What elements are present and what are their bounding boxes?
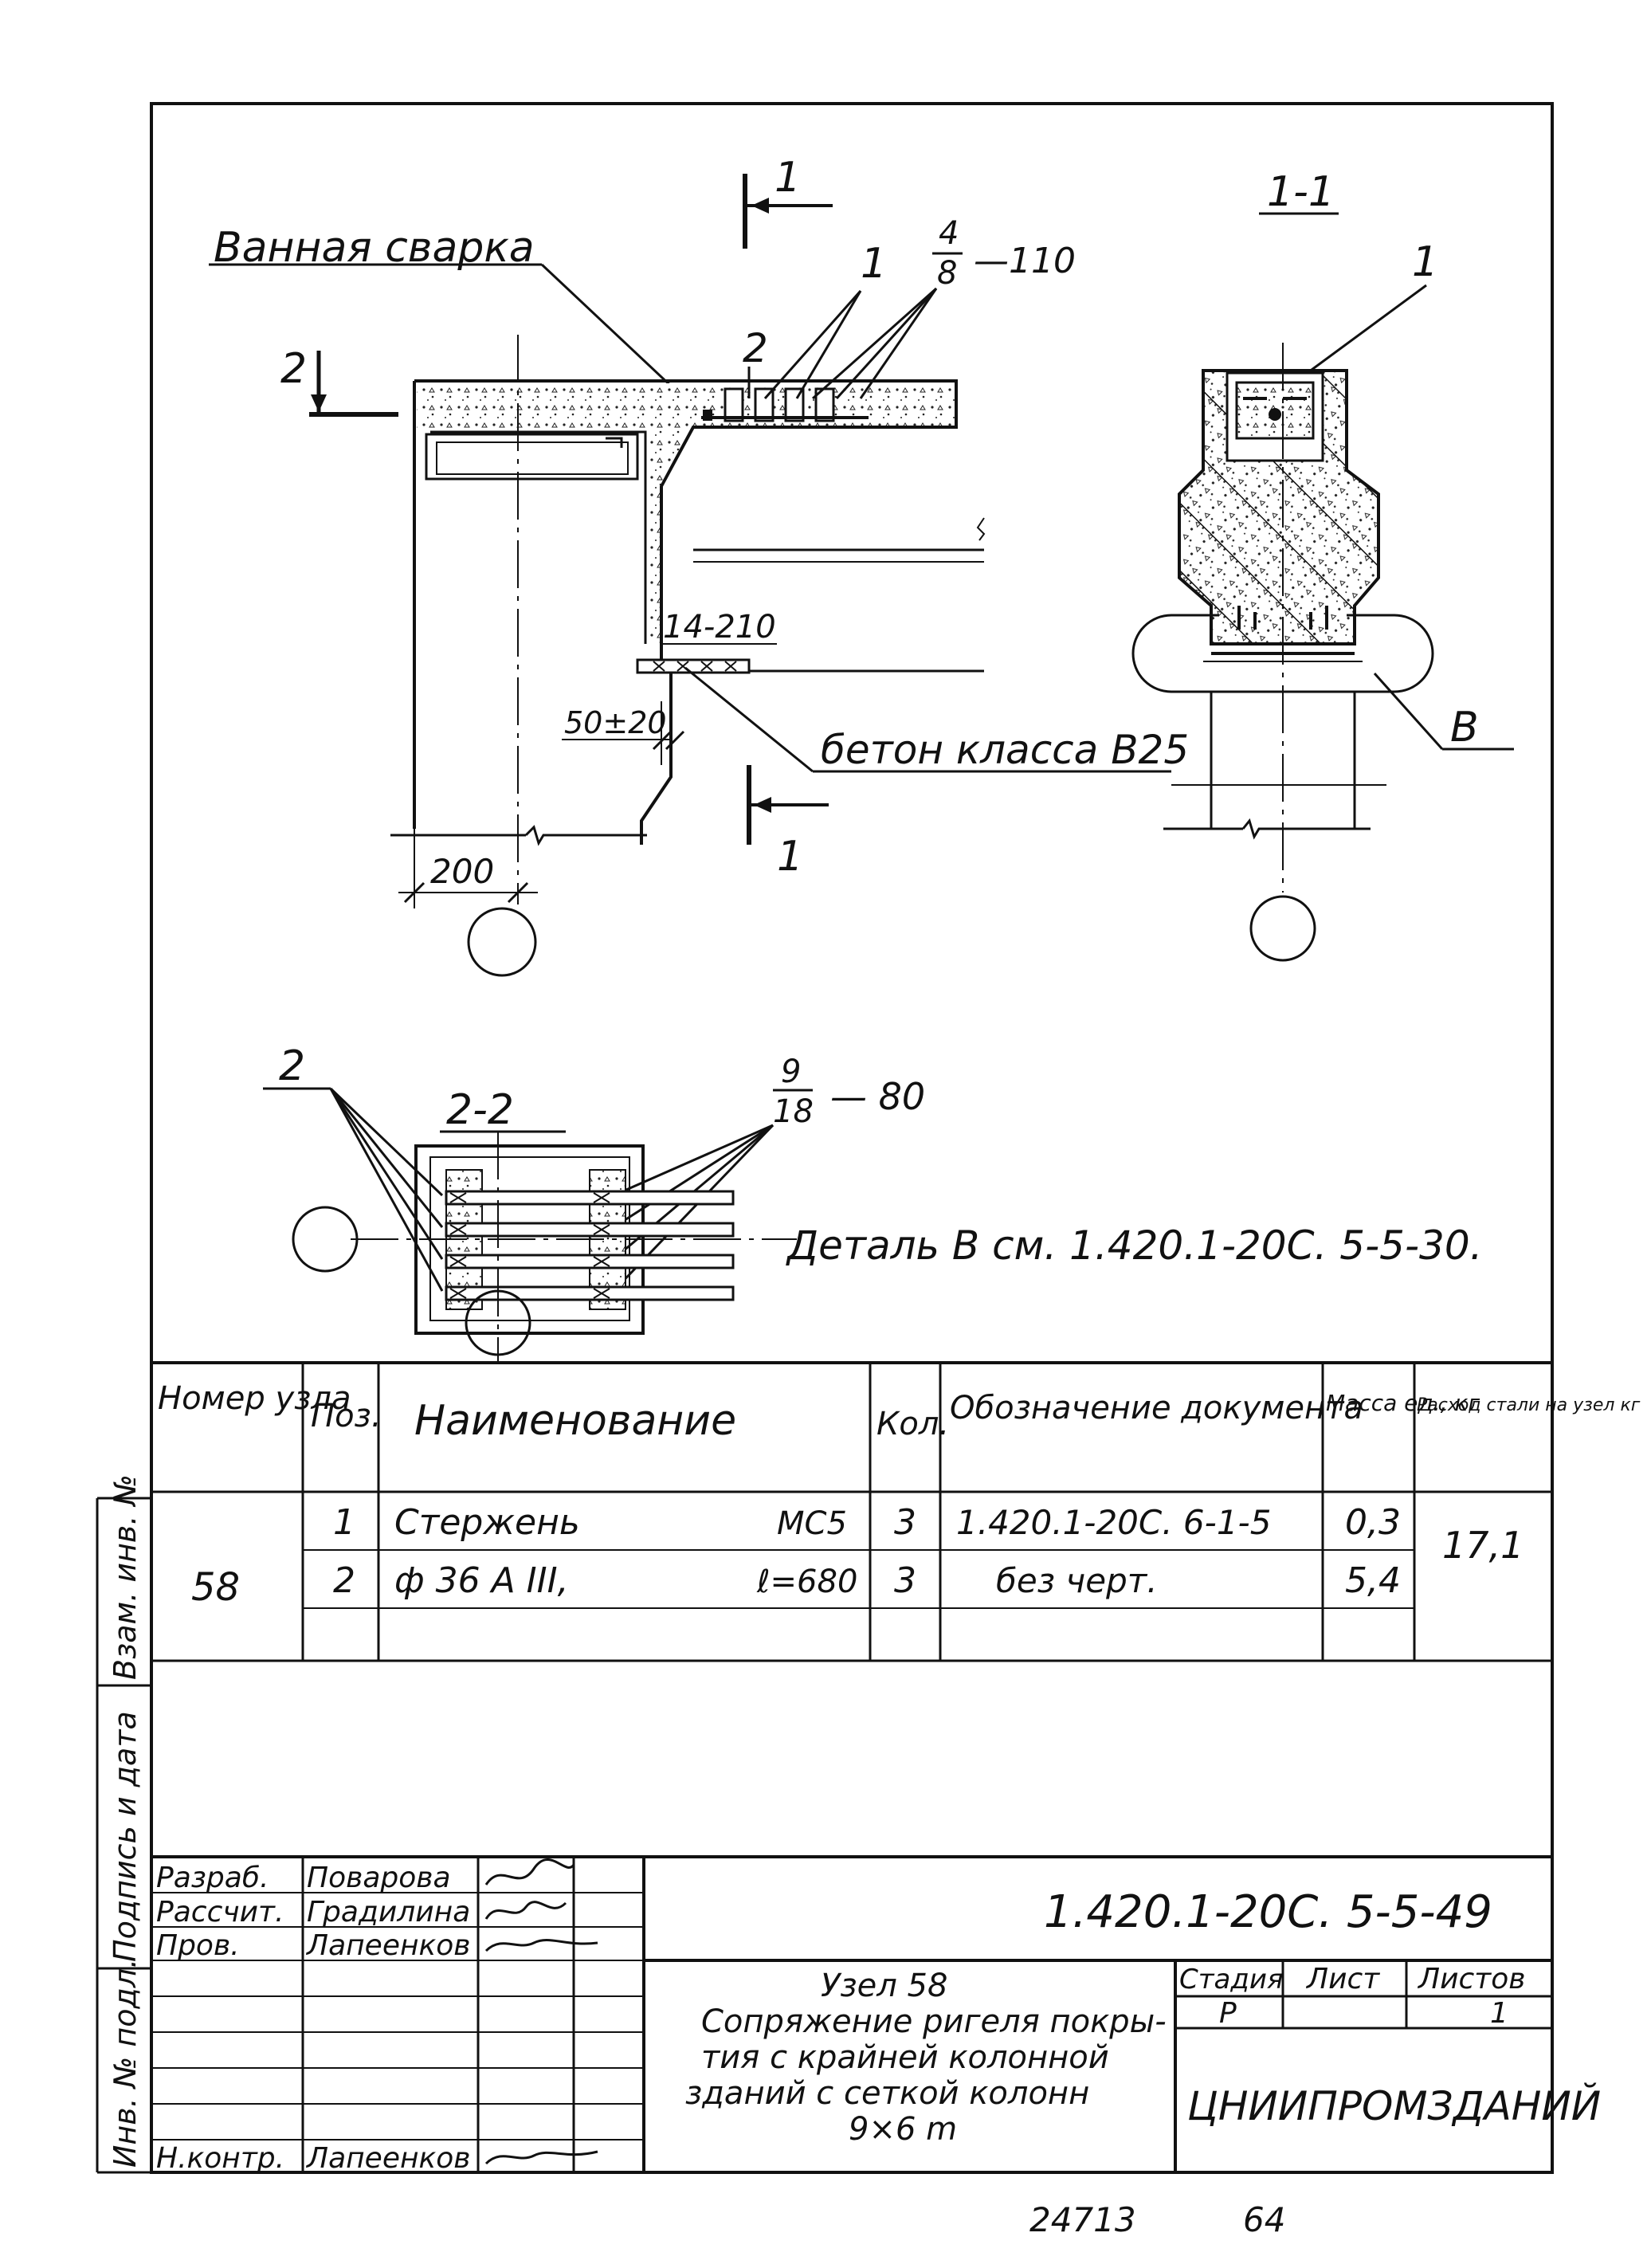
- section-mark-1-top: 1: [775, 154, 801, 202]
- main-elevation-view: Ванная сварка 1 2: [209, 154, 1189, 977]
- sheet-frame: [150, 102, 1554, 2174]
- side-inv-dup: Взам. инв. №: [108, 1474, 143, 1680]
- role-4-name: Лапеенков: [305, 2142, 471, 2175]
- side-inv-orig: Инв. № подл.: [108, 1959, 143, 2168]
- stage-value: Р: [1219, 1997, 1237, 2030]
- signature-1: [484, 1858, 575, 1885]
- steel-total: 17,1: [1442, 1524, 1524, 1567]
- axis-bubble-1-1: [1249, 895, 1316, 962]
- axis-bubble-2-2-left: [292, 1206, 359, 1273]
- header-pos: Поз.: [311, 1398, 382, 1434]
- header-node: Номер узла: [158, 1380, 351, 1417]
- header-mass: Масса ед., кг: [1326, 1390, 1480, 1416]
- table-row: 1 Стержень МС5 3 1.420.1-20С. 6-1-5 0,3: [333, 1502, 1401, 1543]
- sheets-value: 1: [1490, 1997, 1508, 2030]
- role-row: Н.контр. Лапеенков: [156, 2142, 598, 2175]
- section-2-2-pos: 2: [279, 1042, 305, 1090]
- axis-bubble-main: [467, 907, 537, 977]
- section-1-1-view: 1-1 1 В: [1131, 168, 1514, 962]
- rebar-sec2-suffix: — 80: [830, 1075, 925, 1118]
- title-line-4: зданий с сеткой колонн: [685, 2075, 1089, 2112]
- title-line-5: 9×6 m: [849, 2111, 957, 2148]
- table-row: 2 ф 36 А III, ℓ=680 3 без черт. 5,4: [333, 1560, 1401, 1601]
- row-1-name: Стержень: [394, 1502, 580, 1543]
- row-2-mark: ℓ=680: [756, 1564, 857, 1600]
- role-4: Н.контр.: [156, 2142, 284, 2175]
- section-mark-2: 2: [280, 345, 307, 393]
- detail-note: Деталь В см. 1.420.1-20С. 5-5-30.: [786, 1222, 1483, 1269]
- row-1-mass: 0,3: [1345, 1502, 1401, 1543]
- dim-200: 200: [430, 852, 494, 891]
- header-doc: Обозначение документа: [950, 1390, 1363, 1426]
- org-name: ЦНИИПРОМЗДАНИЙ: [1187, 2082, 1601, 2129]
- rebar-top-suffix: —110: [974, 241, 1076, 281]
- dim-50-20: 50±20: [564, 705, 667, 740]
- header-steel: Расход стали на узел кг: [1417, 1395, 1641, 1415]
- signature-3: [484, 1939, 598, 1952]
- header-qty: Кол.: [876, 1406, 949, 1442]
- rebar-top-num: 4: [939, 215, 959, 252]
- title-line-2: Сопряжение ригеля покры-: [701, 2003, 1167, 2040]
- label-concrete: бетон класса В25: [821, 727, 1189, 773]
- rebar-sec2-den: 18: [773, 1093, 814, 1130]
- signature-4: [484, 2150, 598, 2165]
- header-name: Наименование: [414, 1397, 736, 1445]
- node-number: 58: [191, 1565, 240, 1610]
- role-row: Разраб. Поварова: [156, 1858, 575, 1894]
- role-3-name: Лапеенков: [305, 1929, 471, 1962]
- row-2-mass: 5,4: [1345, 1560, 1401, 1601]
- role-row: Рассчит. Градилина: [156, 1896, 567, 1929]
- stage-label: Стадия: [1179, 1964, 1283, 1995]
- signature-2: [484, 1901, 567, 1920]
- pos-1-label: 1: [861, 240, 887, 288]
- role-row: Пров. Лапеенков: [156, 1929, 598, 1962]
- label-B: В: [1450, 704, 1479, 751]
- section-mark-1-bottom: 1: [777, 833, 803, 881]
- row-1-mark: МС5: [777, 1505, 847, 1542]
- row-1-qty: 3: [894, 1502, 916, 1543]
- role-2-name: Градилина: [307, 1896, 470, 1929]
- title-line-3: тия с крайней колонной: [701, 2039, 1109, 2076]
- title-block: Разраб. Поварова Рассчит. Градилина Пров…: [151, 1855, 1601, 2175]
- row-2-pos: 2: [333, 1560, 355, 1601]
- section-2-2-title: 2-2: [446, 1086, 514, 1134]
- row-1-pos: 1: [333, 1502, 355, 1543]
- role-3: Пров.: [156, 1929, 240, 1962]
- axis-bubble-2-2-bottom: [465, 1289, 531, 1356]
- role-1: Разраб.: [156, 1862, 269, 1894]
- title-line-1: Узел 58: [821, 1968, 947, 2004]
- side-strip: Инв. № подл. Подпись и дата Взам. инв. №: [96, 1474, 151, 2174]
- role-1-name: Поварова: [307, 1862, 451, 1894]
- row-1-doc: 1.420.1-20С. 6-1-5: [956, 1503, 1271, 1542]
- role-2: Рассчит.: [156, 1896, 284, 1929]
- section-1-1-title: 1-1: [1267, 168, 1335, 216]
- doc-code: 1.420.1-20С. 5-5-49: [1044, 1886, 1492, 1938]
- rebar-top-den: 8: [937, 255, 957, 292]
- sheet-label: Лист: [1305, 1963, 1380, 1995]
- spec-table: Номер узла Поз. Наименование Кол. Обозна…: [151, 1363, 1641, 1661]
- row-2-name: ф 36 А III,: [394, 1560, 569, 1601]
- section-1-1-pos: 1: [1412, 238, 1438, 286]
- row-2-doc: без черт.: [996, 1561, 1158, 1600]
- archive-number: 24713: [1029, 2200, 1136, 2239]
- rebar-sec2-num: 9: [781, 1054, 801, 1090]
- section-2-2-view: 2-2 2 9 18 — 80 Деталь В см. 1.: [263, 1042, 1483, 1364]
- page-number: 64: [1243, 2200, 1285, 2239]
- row-2-qty: 3: [894, 1560, 916, 1601]
- sheets-label: Листов: [1417, 1963, 1525, 1995]
- pos-2-label: 2: [743, 325, 768, 371]
- side-sign-date: Подпись и дата: [108, 1711, 143, 1962]
- dim-14-210: 14-210: [663, 609, 776, 645]
